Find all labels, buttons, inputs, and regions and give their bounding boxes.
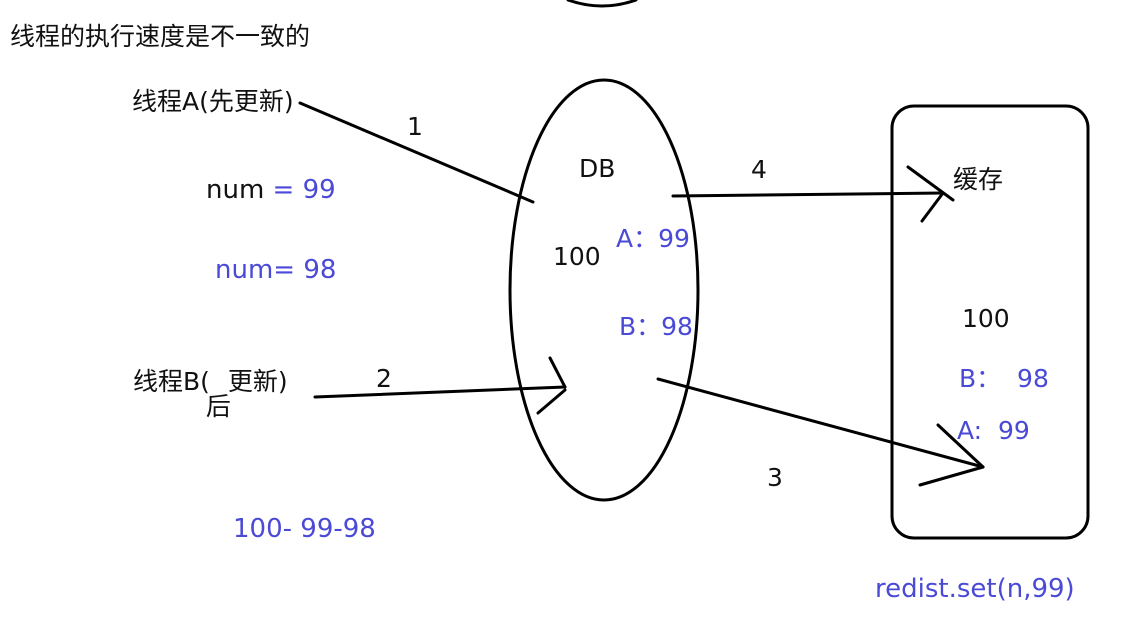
arrow-4-db-to-cache — [671, 165, 955, 223]
top-partial-ellipse — [566, 0, 638, 8]
step-2-label: 2 — [376, 364, 392, 393]
cache-write-a: A: 99 — [957, 416, 1030, 445]
cache-box — [890, 104, 1090, 540]
arrow-2-thread-b-to-db — [313, 356, 567, 415]
thread-b-label-part1: 线程B( — [133, 367, 210, 396]
db-write-b: B：98 — [619, 312, 693, 341]
db-initial-value: 100 — [553, 242, 601, 271]
sequence-note: 100- 99-98 — [233, 514, 376, 544]
cache-initial-value: 100 — [962, 304, 1010, 333]
diagram-title: 线程的执行速度是不一致的 — [10, 22, 311, 51]
thread-a-label: 线程A(先更新) — [132, 87, 294, 116]
db-ellipse — [508, 78, 700, 502]
thread-b-update: num= 98 — [215, 255, 337, 285]
thread-b-label-part2: 更新) — [227, 367, 288, 396]
code-note: redist.set(n,99) — [875, 574, 1075, 604]
thread-a-update: num = 99 — [206, 177, 336, 203]
db-write-a: A：99 — [616, 224, 690, 253]
cache-label: 缓存 — [953, 165, 1004, 194]
thread-a-update-var: num — [206, 175, 265, 205]
thread-b-label: 线程B(后更新) — [133, 367, 288, 419]
step-4-label: 4 — [751, 155, 767, 184]
step-3-label: 3 — [767, 463, 783, 492]
arrow-3-db-to-cache — [656, 377, 985, 487]
thread-a-update-value: = 99 — [264, 175, 336, 205]
thread-b-label-overlap: 后 — [205, 392, 231, 421]
arrow-1-thread-a-to-db — [298, 101, 535, 204]
step-1-label: 1 — [407, 112, 423, 141]
cache-write-b: B： 98 — [959, 364, 1049, 393]
db-label: DB — [579, 154, 616, 183]
